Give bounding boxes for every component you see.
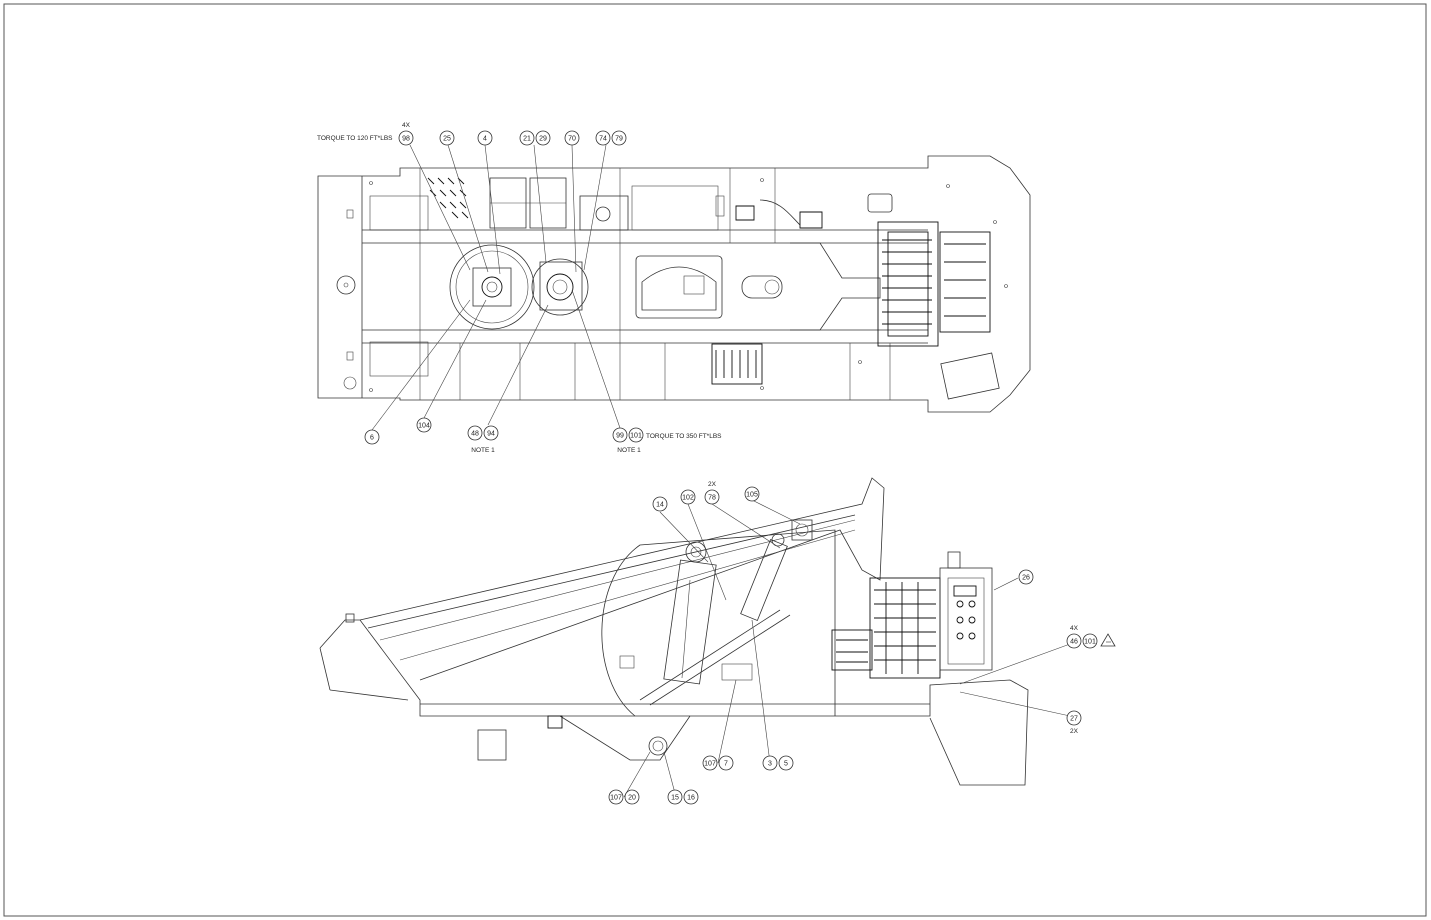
balloon-94: 94 [483, 425, 499, 441]
note1-left: NOTE 1 [471, 447, 495, 454]
balloon-74: 74 [595, 130, 611, 146]
balloon-27: 27 [1066, 710, 1082, 726]
balloon-20-label: 20 [628, 795, 636, 802]
qty-78-note: 2X [708, 481, 717, 488]
balloon-102-label: 102 [682, 495, 694, 502]
torque-120-note: TORQUE TO 120 FT*LBS [317, 135, 393, 142]
balloon-107-a: 107 [702, 755, 718, 771]
qty-46-note: 4X [1070, 625, 1079, 632]
note1-right: NOTE 1 [617, 447, 641, 454]
balloon-48: 48 [467, 425, 483, 441]
balloon-14-label: 14 [656, 502, 664, 509]
sheet-border [3, 3, 1427, 917]
torque-350-note: TORQUE TO 350 FT*LBS [646, 433, 722, 440]
qty-98-note: 4X [402, 122, 411, 129]
balloon-15: 15 [667, 789, 683, 805]
balloon-46-label: 46 [1070, 639, 1078, 646]
balloon-4-label: 4 [483, 136, 487, 143]
balloon-99-label: 99 [616, 433, 624, 440]
qty-27-note: 2X [1070, 728, 1079, 735]
balloon-105: 105 [744, 486, 760, 502]
balloon-79: 79 [611, 130, 627, 146]
balloon-14: 14 [652, 496, 668, 512]
balloon-20: 20 [624, 789, 640, 805]
flag-note-icon [1100, 633, 1116, 647]
balloon-107-a-label: 107 [704, 761, 716, 768]
balloon-3-label: 3 [768, 761, 772, 768]
balloon-7-label: 7 [724, 761, 728, 768]
top-view-drawing [317, 155, 1031, 413]
balloon-98: 98 [398, 130, 414, 146]
balloon-6-label: 6 [370, 435, 374, 442]
balloon-25: 25 [439, 130, 455, 146]
balloon-78: 78 [704, 489, 720, 505]
balloon-4: 4 [477, 130, 493, 146]
balloon-70-label: 70 [568, 136, 576, 143]
balloon-105-label: 105 [746, 492, 758, 499]
balloon-101-top-label: 101 [630, 433, 642, 440]
balloon-104: 104 [416, 417, 432, 433]
balloon-48-label: 48 [471, 431, 479, 438]
balloon-15-label: 15 [671, 795, 679, 802]
balloon-101-side-label: 101 [1084, 639, 1096, 646]
balloon-46: 46 [1066, 633, 1082, 649]
balloon-27-label: 27 [1070, 716, 1078, 723]
balloon-79-label: 79 [615, 136, 623, 143]
balloon-26: 26 [1018, 569, 1034, 585]
balloon-21-label: 21 [523, 136, 531, 143]
balloon-104-label: 104 [418, 423, 430, 430]
balloon-107-b: 107 [608, 789, 624, 805]
balloon-99: 99 [612, 427, 628, 443]
balloon-74-label: 74 [599, 136, 607, 143]
balloon-102: 102 [680, 489, 696, 505]
balloon-98-label: 98 [402, 136, 410, 143]
balloon-21: 21 [519, 130, 535, 146]
balloon-16-label: 16 [687, 795, 695, 802]
balloon-101-side: 101 [1082, 633, 1098, 649]
balloon-3: 3 [762, 755, 778, 771]
balloon-6: 6 [364, 429, 380, 445]
balloon-78-label: 78 [708, 495, 716, 502]
balloon-101-top: 101 [628, 427, 644, 443]
balloon-29-label: 29 [539, 136, 547, 143]
balloon-26-label: 26 [1022, 575, 1030, 582]
balloon-5: 5 [778, 755, 794, 771]
side-view-drawing [319, 477, 1029, 786]
balloon-5-label: 5 [784, 761, 788, 768]
balloon-29: 29 [535, 130, 551, 146]
balloon-70: 70 [564, 130, 580, 146]
balloon-107-b-label: 107 [610, 795, 622, 802]
leader-lines [371, 144, 1071, 798]
balloon-7: 7 [718, 755, 734, 771]
balloon-94-label: 94 [487, 431, 495, 438]
balloon-16: 16 [683, 789, 699, 805]
balloon-25-label: 25 [443, 136, 451, 143]
